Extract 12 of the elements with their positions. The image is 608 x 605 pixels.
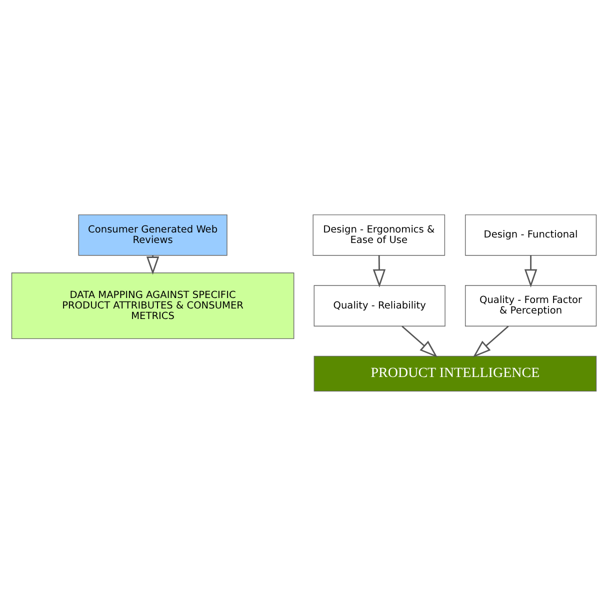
node-box: Consumer Generated Web Reviews bbox=[78, 214, 228, 256]
node-box: PRODUCT INTELLIGENCE bbox=[314, 355, 597, 392]
node-box: Design - Functional bbox=[465, 214, 597, 256]
arrow bbox=[372, 254, 386, 287]
arrow bbox=[402, 325, 438, 358]
node-box: Design - Ergonomics & Ease of Use bbox=[312, 214, 446, 256]
arrow bbox=[472, 325, 509, 358]
arrow bbox=[524, 254, 538, 287]
node-box: Quality - Form Factor & Perception bbox=[465, 284, 597, 326]
arrow bbox=[146, 256, 160, 274]
node-box: Quality - Reliability bbox=[314, 284, 446, 326]
node-box: DATA MAPPING AGAINST SPECIFIC PRODUCT ATTRIBUTES & CONSUMER METRICS bbox=[11, 272, 294, 339]
